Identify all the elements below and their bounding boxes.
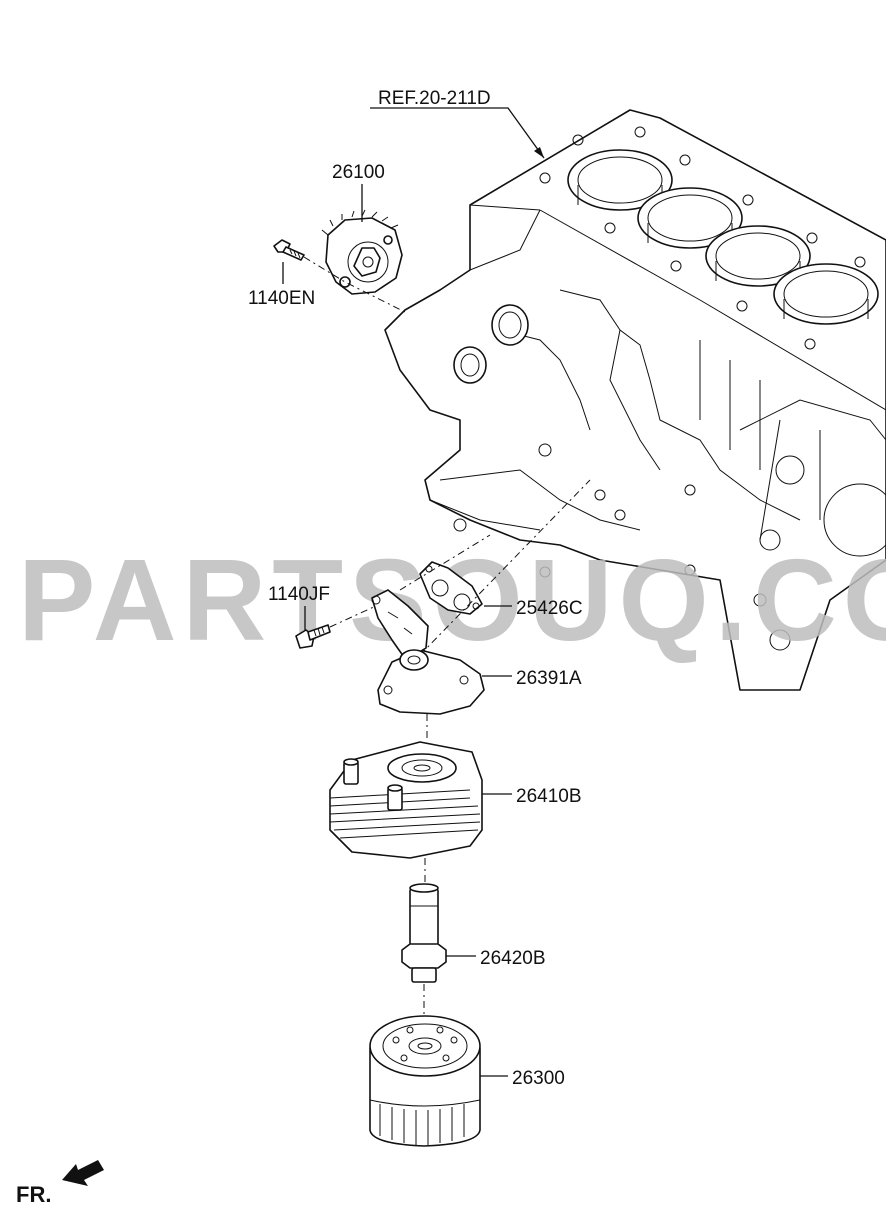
front-direction-indicator: FR. (16, 1160, 104, 1207)
part-label-26300[interactable]: 26300 (512, 1068, 565, 1089)
part-label-26100[interactable]: 26100 (332, 162, 385, 183)
oil-filter-26300 (369, 1015, 481, 1147)
center-bolt-26420b (401, 883, 447, 983)
bolt-1140en (273, 239, 305, 261)
gasket-25426c (419, 561, 483, 615)
engine-block-illustration (384, 109, 886, 691)
part-label-25426c[interactable]: 25426C (516, 598, 583, 619)
oil-cooler-26410b (329, 741, 483, 859)
part-label-1140en[interactable]: 1140EN (248, 288, 315, 309)
direction-label: FR. (16, 1182, 51, 1207)
oil-pump-26100 (321, 209, 403, 295)
bolt-1140jf (295, 624, 331, 649)
filter-adapter-26391a (371, 589, 485, 715)
part-label-26420b[interactable]: 26420B (480, 948, 546, 969)
front-arrow-icon (62, 1160, 104, 1186)
cylinder-bore-3 (705, 225, 811, 287)
part-label-1140jf[interactable]: 1140JF (268, 584, 330, 605)
reference-label: REF.20-211D (378, 88, 491, 109)
part-label-26410b[interactable]: 26410B (516, 786, 582, 807)
cylinder-bore-4 (773, 263, 879, 325)
reference-callout: REF.20-211D (370, 88, 545, 159)
part-label-26391a[interactable]: 26391A (516, 668, 582, 689)
